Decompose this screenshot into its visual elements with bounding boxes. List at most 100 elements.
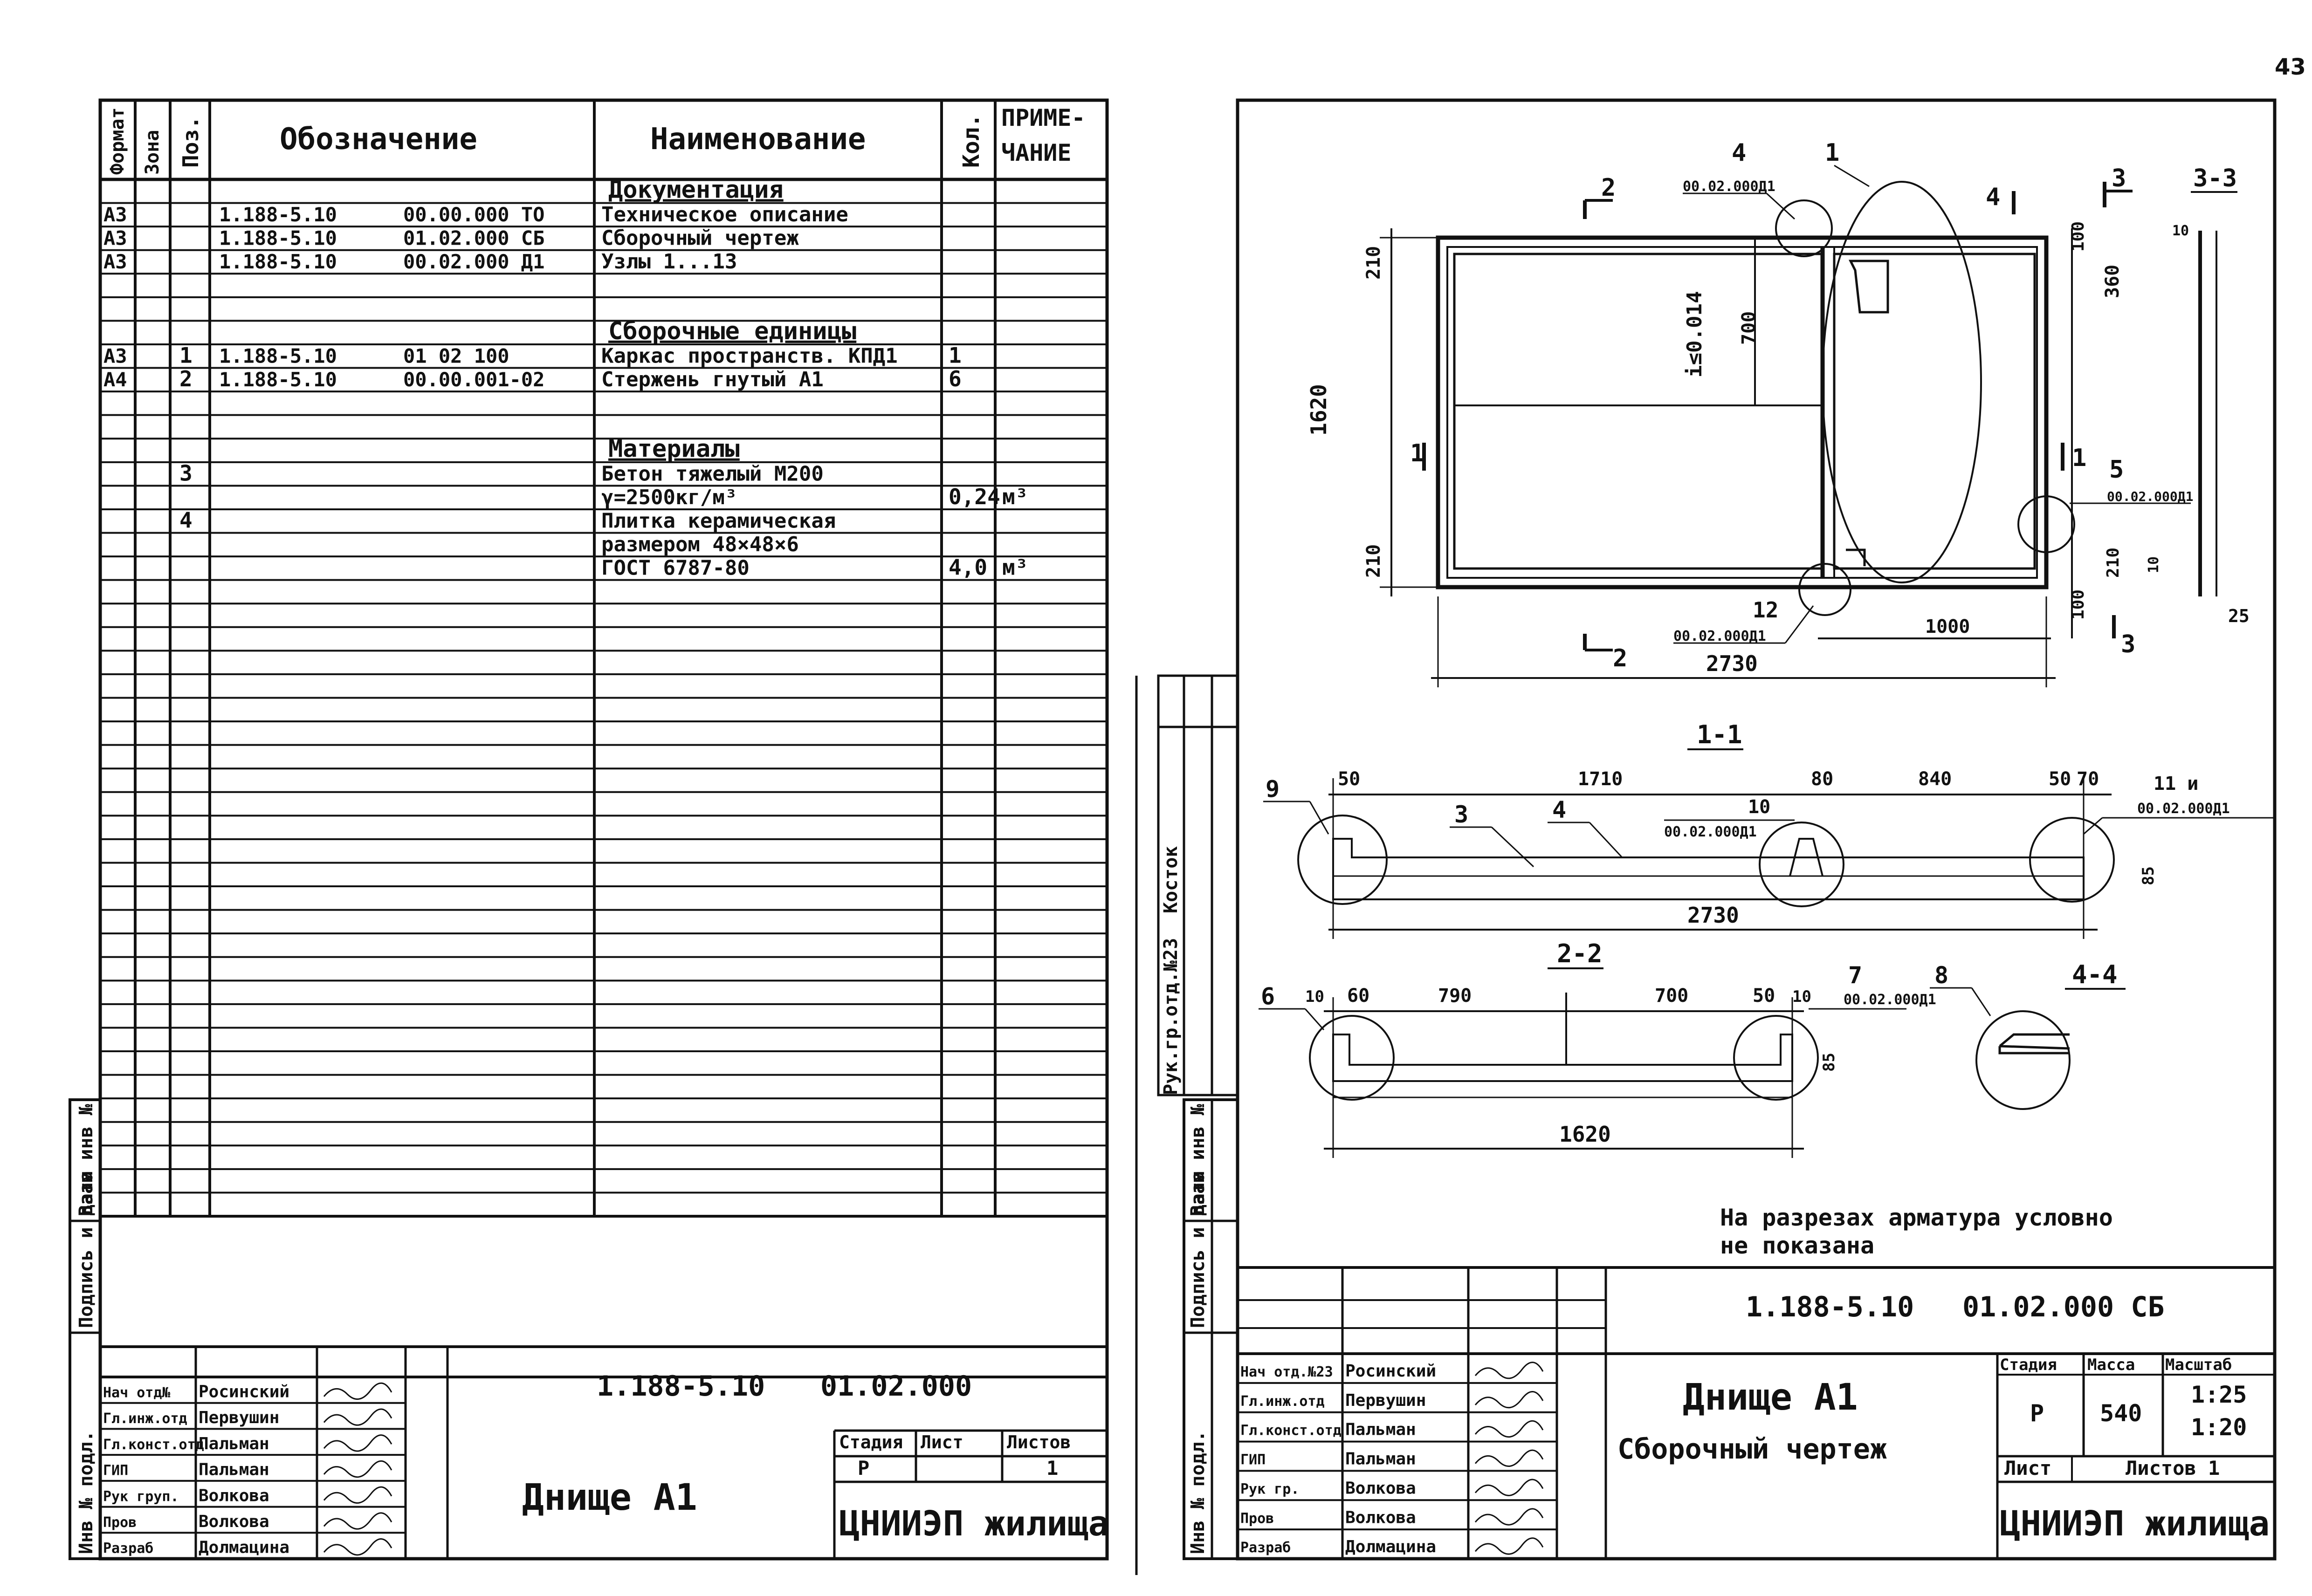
podpis-data-label: Подпись и дата	[76, 1171, 97, 1328]
signature-scribble	[1474, 1362, 1544, 1379]
note-line-2: не показана	[1720, 1232, 1874, 1259]
s22-total: 1620	[1559, 1122, 1611, 1147]
right-scale-label: Масштаб	[2165, 1356, 2232, 1374]
s22-dim-3: 700	[1655, 985, 1688, 1007]
spec-row-qty: 1	[949, 342, 962, 368]
section-mark-1-right: 1	[2072, 444, 2086, 472]
staff-role: Пров	[103, 1514, 137, 1531]
s11-dim-3: 840	[1918, 768, 1952, 790]
s11-callout-10: 10	[1748, 796, 1770, 818]
callout-12-num: 12	[1753, 597, 1778, 623]
callout-5-num: 5	[2109, 456, 2124, 484]
staff-name: Долмацина	[1345, 1537, 1436, 1556]
spec-row-format: А3	[103, 250, 127, 273]
left-title: Днище А1	[522, 1477, 697, 1519]
right-mass: 540	[2100, 1400, 2142, 1427]
callout-4-ref: 00.02.000Д1	[1683, 178, 1775, 195]
s22-callout-7: 7	[1848, 962, 1862, 989]
dim-100b: 100	[2069, 589, 2088, 620]
col-format-header: Формат	[107, 108, 128, 175]
dim-10b: 10	[2146, 556, 2162, 573]
left-sheets: 1	[1046, 1457, 1058, 1480]
spec-row-format: А3	[103, 203, 127, 226]
dim-height: 1620	[1306, 384, 1331, 436]
spec-row-qty: 4,0	[949, 555, 987, 580]
section-11-title: 1-1	[1697, 720, 1742, 749]
signature-scribble	[323, 1486, 392, 1504]
dim-bottom-offset: 210	[1363, 544, 1384, 578]
dim-700: 700	[1738, 311, 1760, 345]
staff-name: Волкова	[1345, 1508, 1416, 1527]
spec-section-heading: Документация	[608, 176, 784, 204]
dim-210r: 210	[2104, 548, 2123, 578]
staff-role: Гл.инж.отд	[1240, 1393, 1325, 1410]
staff-name: Росинский	[199, 1382, 289, 1401]
plan-view: 1620 210 210 700 i≤0.014 2730 1000 100 3…	[1306, 139, 2250, 687]
s22-dim-0: 10	[1305, 987, 1324, 1006]
dim-100a: 100	[2069, 221, 2088, 252]
right-mass-label: Масса	[2087, 1356, 2135, 1374]
s11-dim-5: 70	[2077, 768, 2099, 790]
staff-role: Рук гр.	[1240, 1481, 1299, 1497]
spec-row-name: Сборочный чертеж	[601, 226, 799, 250]
r-vzam-inv-label: Взам инв №	[1187, 1104, 1209, 1216]
signature-scribble	[323, 1382, 392, 1400]
left-side-labels: Инв № подл. Подпись и дата Взам инв №	[69, 1098, 102, 1560]
staff-role: Пров	[1240, 1510, 1274, 1527]
staff-name: Волкова	[199, 1486, 269, 1505]
spec-row-designation: 00.00.001-02	[403, 368, 544, 391]
staff-name: Первушин	[199, 1408, 279, 1427]
section-mark-2-top: 2	[1601, 174, 1616, 202]
callout-1-num: 1	[1825, 139, 1839, 167]
staff-role: Гл.инж.отд	[103, 1411, 187, 1427]
staff-role: Разраб	[1240, 1540, 1291, 1556]
right-subtitle: Сборочный чертеж	[1617, 1433, 1887, 1466]
spec-row-name: Узлы 1...13	[601, 250, 737, 274]
spec-row-name: γ=2500кг/м³	[601, 486, 737, 509]
spec-row-designation: 01 02 100	[403, 344, 509, 367]
spec-row-qty: 6	[949, 366, 962, 391]
signature-scribble	[1474, 1391, 1544, 1409]
s11-callout-11-ref: 00.02.000Д1	[2137, 801, 2230, 817]
callout-4-num: 4	[1732, 139, 1746, 167]
s11-callout-10-ref: 00.02.000Д1	[1664, 824, 1757, 840]
col-qty-header: Кол.	[958, 114, 984, 168]
staff-role: Рук груп.	[103, 1488, 179, 1505]
section-33-title: 3-3	[2193, 164, 2237, 192]
s11-dim-2: 80	[1811, 768, 1833, 790]
s22-dim-2: 790	[1438, 985, 1472, 1007]
section-1-1: 1-1 50 1710 80 840 50 70 85 2730 9 3 4 1…	[1263, 720, 2275, 939]
right-sheet-frame: Рук.гр.отд.№23 Косток Инв № подл. Подпис…	[1157, 98, 2277, 1561]
spec-row-qty: 0,24	[949, 484, 1000, 509]
left-sheet-label: Лист	[921, 1432, 963, 1452]
slope-label: i≤0.014	[1683, 291, 1706, 377]
spec-row-code: 1.188-5.10	[219, 344, 337, 367]
ruk-otd-label: Рук.гр.отд.№23	[1160, 938, 1182, 1095]
spec-row-name: Стержень гнутый А1	[601, 368, 824, 391]
signature-scribble	[1474, 1449, 1544, 1467]
s11-callout-3: 3	[1454, 801, 1468, 828]
staff-role: Нач отд№	[103, 1384, 171, 1401]
spec-row-name: Техническое описание	[601, 203, 848, 226]
kostok-label: Косток	[1160, 846, 1182, 914]
spec-row-format: А3	[103, 227, 127, 250]
note-line-1: На разрезах арматура условно	[1720, 1204, 2113, 1231]
spec-row-designation: 01.02.000 СБ	[403, 227, 544, 250]
dim-1000: 1000	[1925, 616, 1970, 637]
spec-row-name: размером 48×48×6	[601, 533, 799, 556]
s11-dim-1: 1710	[1578, 768, 1623, 790]
spec-section-heading: Сборочные единицы	[608, 317, 856, 345]
spec-row-pos: 3	[179, 460, 193, 486]
col-zone-header: Зона	[142, 130, 163, 175]
signature-scribble	[1474, 1479, 1544, 1496]
spec-row-note: м³	[1002, 555, 1028, 580]
s11-callout-4: 4	[1552, 796, 1566, 823]
col-designation-header: Обозначение	[280, 122, 477, 157]
spec-row-format: А3	[103, 344, 127, 367]
dim-25: 25	[2228, 606, 2250, 626]
specification-table: Формат Зона Поз. Обозначение Наименовани…	[98, 98, 1109, 1561]
s22-callout-7-ref: 00.02.000Д1	[1844, 992, 1936, 1008]
right-sheet-label: Лист	[2004, 1457, 2051, 1480]
s22-dim-1: 60	[1347, 985, 1369, 1007]
col-note-header-2: ЧАНИЕ	[1001, 139, 1072, 166]
